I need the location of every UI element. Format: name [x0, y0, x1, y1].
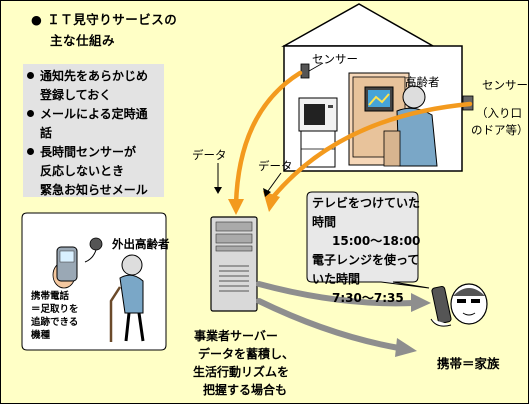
arrowhead: [263, 191, 280, 212]
feature-list: 通知先をあらかじめ 登録しておく メールによる定時通 話 長時間センサーが 反応…: [23, 64, 164, 197]
server: [210, 216, 258, 312]
entrance-sensor-note: （入り口: [476, 106, 522, 120]
sensor-label: センサー: [312, 52, 358, 66]
report-arrow-lower: [256, 298, 402, 351]
report-text: テレビをつけていた 時間 15:00～18:00 電子レンジを使って いた時間 …: [312, 196, 421, 305]
arrowhead: [395, 338, 417, 357]
report-bubble: [306, 191, 430, 289]
page-title: ● ＩＴ見守りサービスの: [31, 12, 178, 27]
walking-elderly-body: [119, 274, 144, 314]
report-arrows: [256, 281, 416, 351]
page-subtitle: 主な仕組み: [50, 33, 116, 48]
outing-elderly-label: 外出高齢者: [112, 237, 170, 251]
walking-elderly-head: [121, 254, 143, 276]
arrowhead: [411, 293, 431, 312]
entrance-sensor-note: のドア等）: [471, 123, 529, 137]
list-item: メールによる定時通 話: [27, 105, 148, 143]
list-item: 長時間センサーが 反応しないとき 緊急お知らせメール: [27, 143, 148, 200]
bullet-icon: [27, 72, 34, 79]
sensor-icon: [300, 63, 310, 79]
phone-note: 携帯電話 ＝足取りを 追跡できる 機種: [31, 291, 79, 341]
data-arrow-sensor: [233, 70, 303, 207]
family-member: [430, 283, 488, 327]
cane-icon: [109, 286, 122, 342]
arrowhead: [228, 199, 244, 215]
house: [281, 3, 474, 172]
arrowhead: [263, 188, 271, 197]
pointer-line: [267, 172, 282, 192]
entrance-sensor-label: センサー: [482, 78, 528, 92]
bullet-icon: [27, 148, 34, 155]
family-label: 携帯＝家族: [437, 356, 500, 371]
outing-bubble: [21, 212, 167, 351]
data-arrows: [233, 70, 473, 207]
bullet-icon: [27, 110, 34, 117]
data-arrow-entrance: [270, 101, 473, 200]
server-caption: 事業者サーバー データを蓄積し、 生活行動リズムを 把握する場合も: [193, 329, 295, 397]
earpiece-icon: [89, 237, 103, 251]
report-arrow-upper: [256, 281, 416, 307]
family-phone-icon: [431, 285, 452, 324]
list-item: 通知先をあらかじめ 登録しておく: [27, 67, 148, 105]
data-label: データ: [258, 159, 293, 173]
elderly-label: 高齢者: [405, 75, 440, 89]
data-label: データ: [192, 148, 227, 162]
arrowhead: [214, 187, 222, 194]
house-roof: [281, 3, 436, 47]
